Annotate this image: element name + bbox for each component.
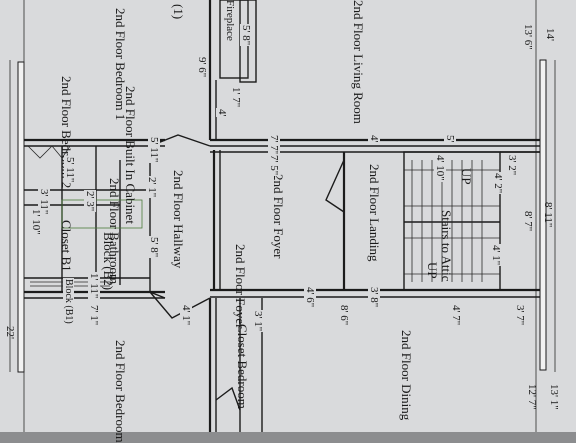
dim-3-2: 3' 2" <box>506 154 518 177</box>
dim-4: 4' <box>216 108 228 118</box>
dim-7-1: 7' 1" <box>88 304 100 327</box>
dim-5-8: 5' 8" <box>148 236 160 259</box>
room-closet-lower: Closet Bedroom <box>235 324 250 409</box>
dim-4-top: 4' <box>368 134 380 144</box>
dim-8-7: 8' 7" <box>522 210 534 233</box>
dim-4-7: 4' 7" <box>450 304 462 327</box>
staircase <box>403 151 501 291</box>
dim-3-1: 3' 1" <box>252 310 264 333</box>
room-built-in: 2nd Floor Built In Cabinet <box>123 86 138 224</box>
dim-22: 22' <box>4 326 16 339</box>
room-dining: 2nd Floor Dining <box>399 330 414 421</box>
dim-5-11b: 5' 11" <box>64 156 76 184</box>
room-foyer-lower: 2nd Floor Foyer <box>233 244 248 329</box>
dim-12-7: 12' 7" <box>526 384 538 410</box>
dim-8-6: 8' 6" <box>338 304 350 327</box>
dim-2-1: 2' 1" <box>146 176 158 199</box>
dim-fireplace: 5' 8" <box>240 24 252 47</box>
room-stairs: Stairs to Attic <box>439 210 454 282</box>
dim-3-7: 3' 7" <box>514 304 526 327</box>
outer-wall-right <box>539 59 547 371</box>
room-fireplace: Fireplace <box>224 0 236 41</box>
dim-13-6: 13' 6" <box>522 24 534 50</box>
plan-linework <box>9 0 556 432</box>
room-closet: Closet B1 <box>59 220 74 272</box>
dim-4-6: 4' 6" <box>304 286 316 309</box>
dim-9-6: 9' 6" <box>196 56 208 79</box>
room-living: 2nd Floor Living Room <box>351 0 366 124</box>
dim-1-11: 1' 11" <box>88 272 100 300</box>
label-block-b1: Block (B1) <box>63 278 74 325</box>
dim-5-top: 5' <box>444 134 456 144</box>
label-paren-1: (1) <box>171 4 186 20</box>
stairs-up-top: UP <box>459 168 474 185</box>
room-landing: 2nd Floor Landing <box>367 164 382 262</box>
dim-1-10: 1' 10" <box>30 208 42 236</box>
dim-4-1: 4' 1" <box>490 244 502 267</box>
dim-2-3: 2' 3" <box>84 190 96 213</box>
dim-7-7: 7' 7" <box>268 134 280 157</box>
outer-wall-left <box>17 61 25 373</box>
dim-14: 14' <box>544 28 556 41</box>
label-block-b2: Block (B2) <box>101 232 116 291</box>
dim-8-11: 8' 11" <box>542 202 554 228</box>
room-foyer: 2nd Floor Foyer <box>271 174 286 259</box>
dim-4-10: 4' 10" <box>434 154 446 182</box>
dim-7-5: 7' 5" <box>268 154 280 177</box>
stairs-up-bottom: UP <box>425 262 440 279</box>
room-hallway: 2nd Floor Hallway <box>171 170 186 269</box>
room-bedroom-bottom: 2nd Floor Bedroom <box>113 340 128 443</box>
dim-4-1b: 4' 1" <box>180 304 192 327</box>
dim-3-8: 3' 8" <box>368 286 380 309</box>
dim-1-7: 1' 7" <box>230 86 242 109</box>
dim-13-1: 13' 1" <box>548 384 560 410</box>
dim-5-11: 5' 11" <box>148 136 160 164</box>
dim-4-2: 4' 2" <box>492 172 504 195</box>
